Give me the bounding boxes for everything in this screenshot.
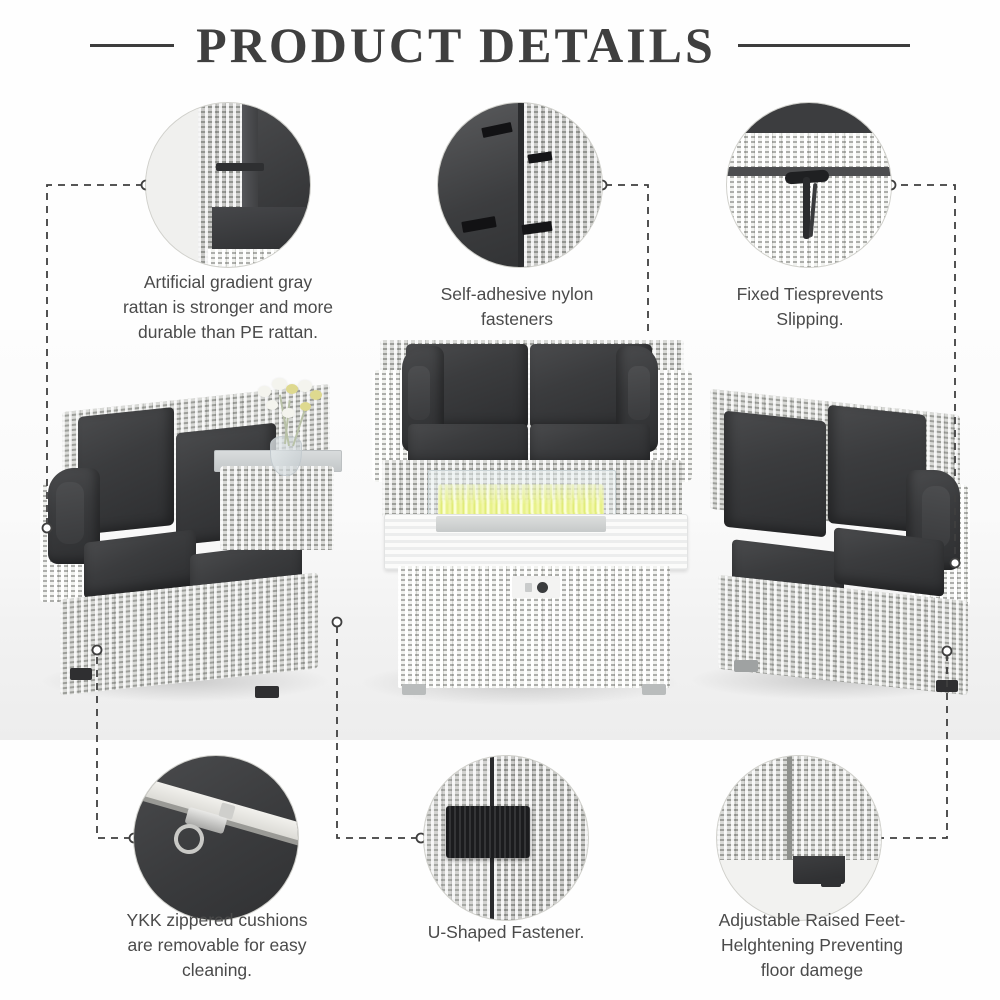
page-title-row: PRODUCT DETAILS xyxy=(0,14,1000,76)
u-shaped-clip xyxy=(446,806,530,858)
firepit-burner-tray xyxy=(436,516,606,532)
firepit-foot-right xyxy=(642,684,666,695)
fire-pit-table xyxy=(370,470,700,700)
left-sofa-foot-1 xyxy=(70,668,92,680)
detail-ykk-zipper-image xyxy=(134,756,298,920)
left-sofa-arm-pillow-panel xyxy=(56,482,84,544)
detail-u-shaped-fastener-image xyxy=(424,756,588,920)
detail-rattan-material-image xyxy=(146,103,310,267)
detail-fixed-ties-caption: Fixed Tiesprevents Slipping. xyxy=(736,284,884,329)
detail-nylon-fasteners-caption: Self-adhesive nylon fasteners xyxy=(440,284,594,329)
title-dash-left xyxy=(90,43,175,47)
title-dash-right xyxy=(737,43,910,47)
right-sofa xyxy=(700,388,1000,696)
loveseat-seat-cushion-2 xyxy=(530,424,650,466)
left-sofa-foot-2 xyxy=(255,686,279,698)
loveseat-arm-panel-left xyxy=(408,366,430,420)
page-title: PRODUCT DETAILS xyxy=(196,17,716,73)
side-table xyxy=(214,378,350,562)
firepit-control-panel[interactable] xyxy=(512,576,560,598)
detail-u-shaped-fastener-caption: U-Shaped Fastener. xyxy=(427,922,585,942)
flower-bouquet xyxy=(242,378,332,448)
right-sofa-back-cushion-1 xyxy=(724,410,826,538)
detail-ykk-zipper-caption: YKK zippered cushions are removable for … xyxy=(126,910,308,980)
loveseat-arm-panel-right xyxy=(628,366,650,420)
right-sofa-foot-1 xyxy=(734,660,758,672)
side-table-body xyxy=(220,466,334,550)
detail-nylon-fasteners-image xyxy=(438,103,602,267)
detail-adjustable-feet-image xyxy=(717,756,881,920)
detail-adjustable-feet-caption: Adjustable Raised Feet- Helghtening Prev… xyxy=(718,910,906,980)
loveseat-seat-cushion-1 xyxy=(408,424,528,466)
product-scene xyxy=(0,330,1000,740)
detail-rattan-material-caption: Artificial gradient gray rattan is stron… xyxy=(122,272,334,342)
firepit-table-top xyxy=(384,514,688,570)
firepit-control-knob[interactable] xyxy=(536,581,548,593)
firepit-ignition-window xyxy=(524,582,532,592)
firepit-foot-left xyxy=(402,684,426,695)
detail-fixed-ties-image xyxy=(727,103,891,267)
right-sofa-foot-2 xyxy=(936,680,958,692)
